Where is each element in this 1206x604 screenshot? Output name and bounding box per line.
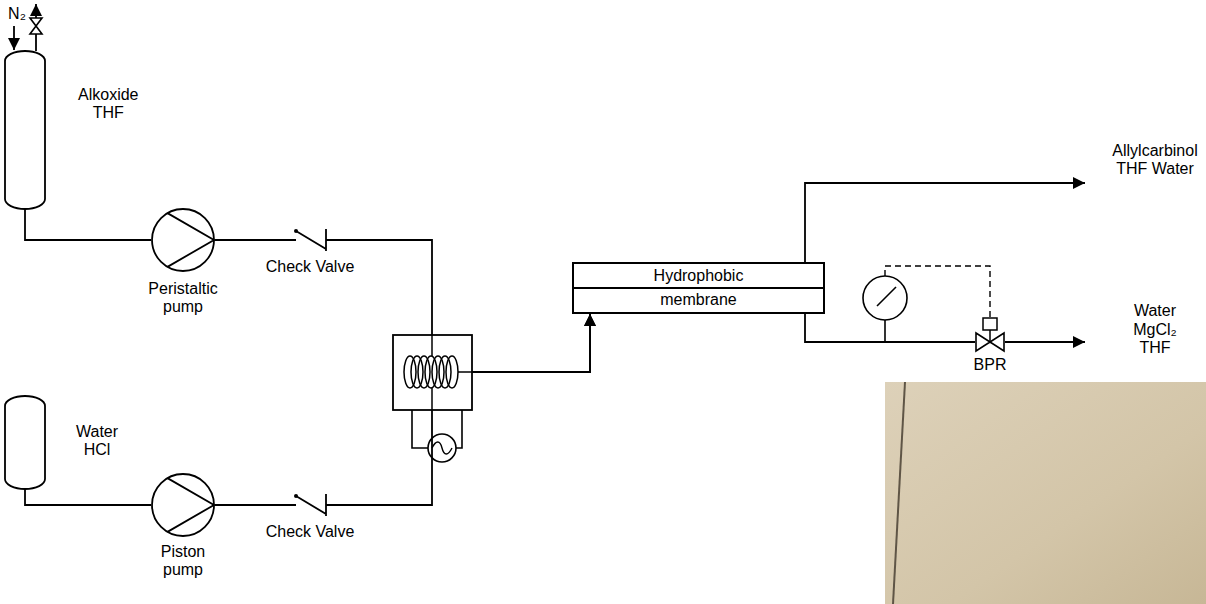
coil-turn (411, 356, 423, 388)
reactor-coil (404, 356, 458, 388)
pump-impeller-mark (168, 213, 215, 267)
coil-lead (431, 388, 433, 410)
node-label: Water HCl (76, 423, 118, 460)
membrane-divider (574, 287, 823, 289)
pump-symbol: Piston pump (151, 473, 215, 537)
tank-shape (4, 395, 46, 490)
check-shape (290, 493, 330, 517)
gas-label: N₂ (8, 5, 26, 23)
pipe-connector (805, 314, 975, 342)
pump-outline (152, 209, 214, 271)
pipe-connector (330, 240, 590, 372)
check-valve-symbol (290, 229, 330, 251)
check-valve: Check Valve (290, 493, 330, 517)
valve-body (976, 333, 1004, 351)
vent-valve-symbol (30, 18, 42, 34)
pump-impeller-mark (168, 478, 215, 532)
node-label: Piston pump (161, 543, 205, 580)
photo-inset (885, 382, 1206, 604)
pump-shape (151, 473, 215, 537)
gauge-needle (877, 287, 896, 306)
pipe-connector (25, 490, 151, 505)
pipe-connector (215, 504, 290, 506)
check-valve-pivot (294, 229, 298, 233)
node-label: BPR (974, 356, 1007, 374)
control-signal-line (885, 266, 990, 318)
photo-edge-line (893, 382, 905, 604)
node-label: Check Valve (266, 258, 355, 276)
coil-turn (425, 356, 437, 388)
pipe-connector (25, 210, 151, 240)
retentate-outlet-line (1005, 341, 1085, 343)
coil-turn (439, 356, 451, 388)
node-label: Peristaltic pump (148, 280, 217, 317)
node-label: Check Valve (266, 523, 355, 541)
coil-turn (432, 356, 444, 388)
feed-vessel: Alkoxide THF (4, 50, 46, 210)
pipe-connector (215, 239, 290, 241)
pump-shape (151, 208, 215, 272)
tank-shape (4, 50, 46, 210)
vessel-outline (5, 396, 45, 489)
actuator-stem (989, 330, 991, 342)
check-valve: Check Valve (290, 228, 330, 252)
node-label: Hydrophobic membrane (654, 264, 744, 312)
bpr-shape (975, 332, 1005, 352)
heater-wave (432, 442, 452, 454)
check-valve-symbol (290, 494, 330, 516)
waste-stream-label: Water MgCl₂ THF (1133, 302, 1177, 357)
valve-actuator (983, 318, 997, 330)
gas-inlet-arrow (13, 26, 15, 50)
check-shape (290, 228, 330, 252)
gauge-stem (884, 320, 886, 342)
product-stream-label: Allylcarbinol THF Water (1112, 142, 1197, 179)
membrane-module: Hydrophobic membrane (572, 262, 825, 314)
pump-outline (152, 474, 214, 536)
pump-symbol: Peristaltic pump (151, 208, 215, 272)
permeate-outlet-line (805, 183, 1085, 262)
coil-turn (404, 356, 416, 388)
node-label: Alkoxide THF (78, 86, 138, 123)
back-pressure-regulator: BPR (975, 332, 1005, 352)
coil-lead (458, 371, 472, 373)
pipe-connector (330, 314, 590, 505)
vessel-outline (5, 51, 45, 209)
feed-vessel: Water HCl (4, 395, 46, 490)
pressure-gauge (863, 276, 907, 320)
coil-turn (418, 356, 430, 388)
coil-turn (446, 356, 458, 388)
coil-lead (431, 335, 433, 356)
reactor-coil-box (393, 335, 472, 410)
check-valve-pivot (294, 494, 298, 498)
